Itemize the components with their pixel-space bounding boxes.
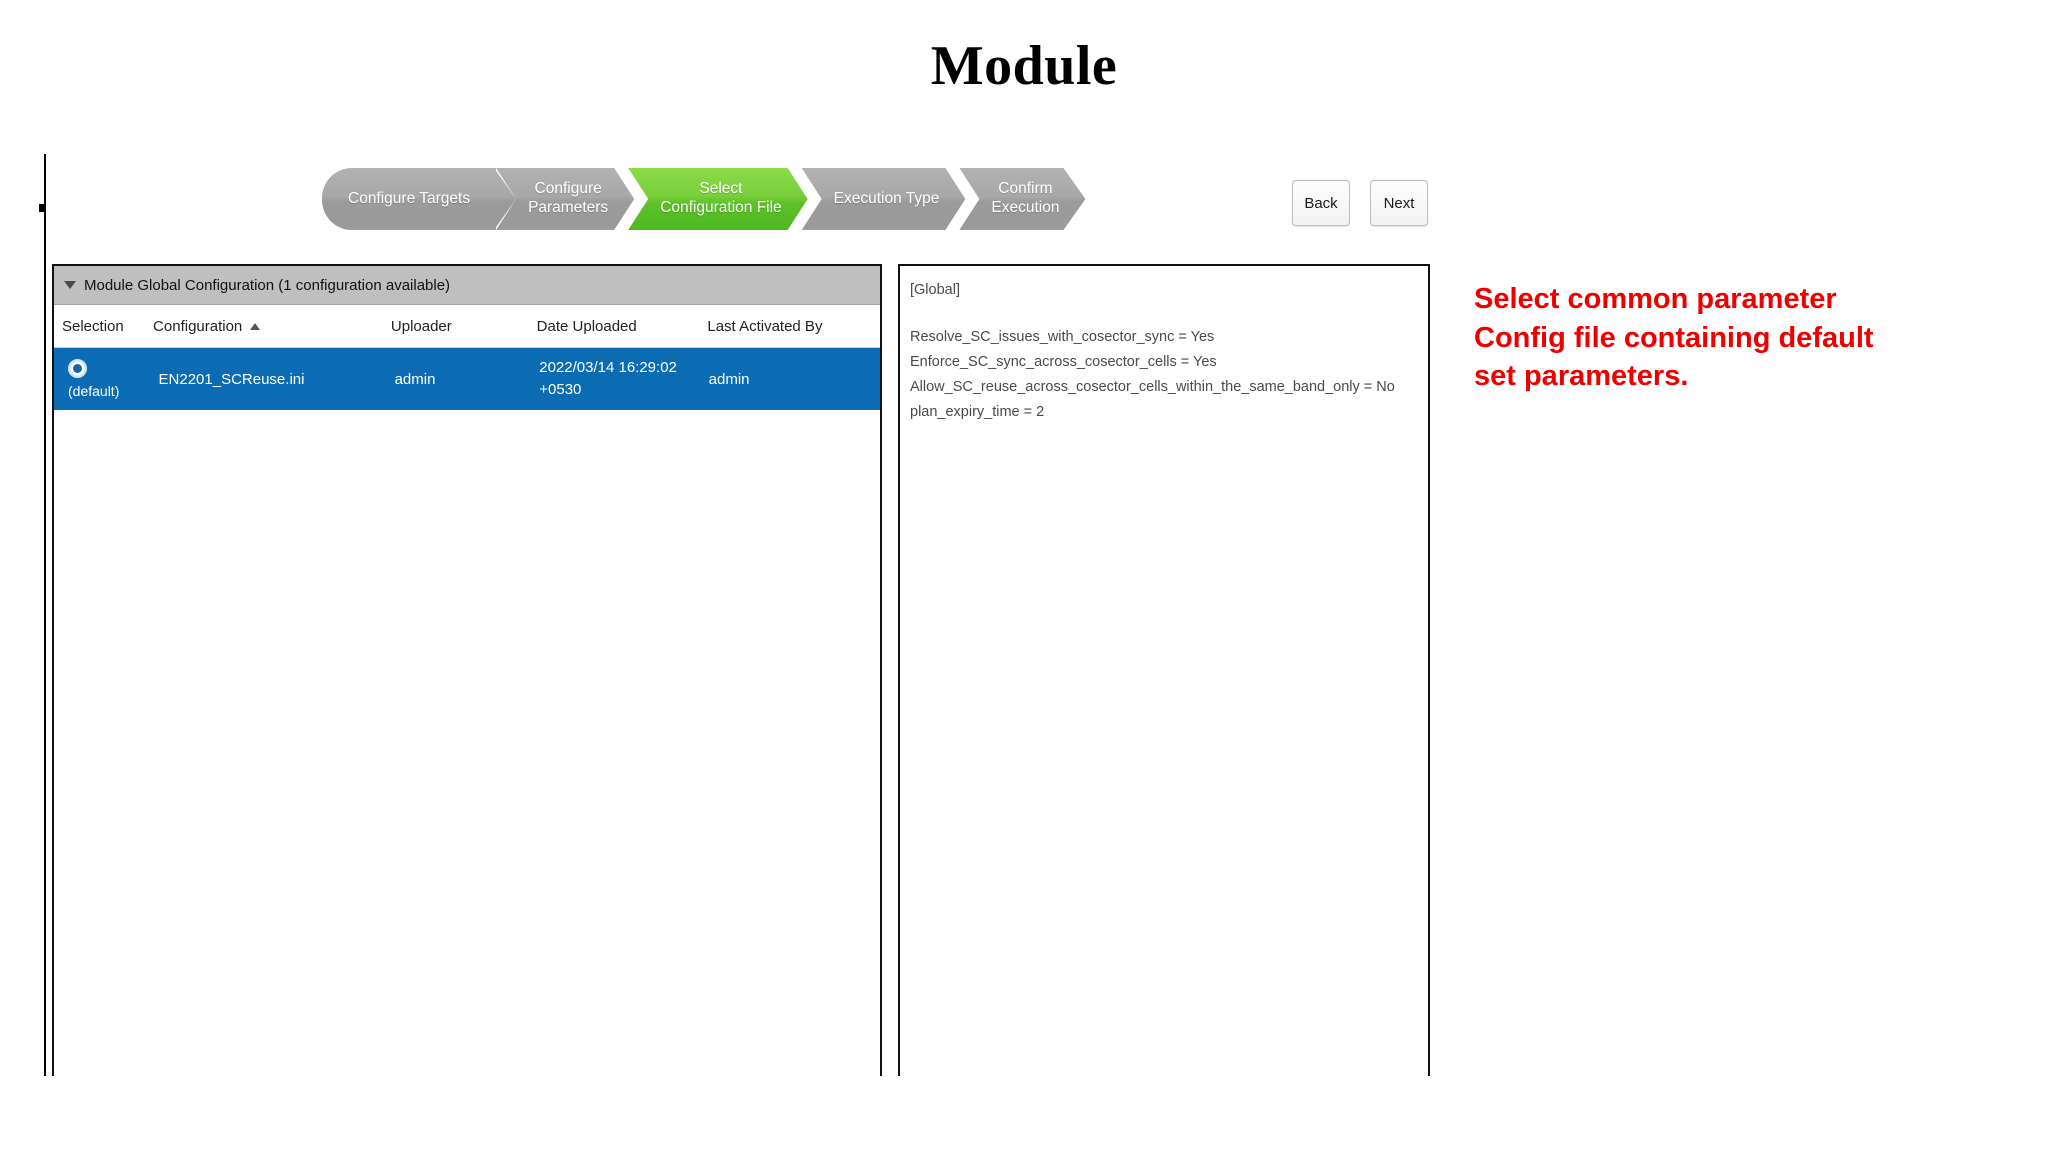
column-header-selection[interactable]: Selection (62, 317, 124, 335)
annotation-line-1: Select common parameter (1474, 283, 1837, 315)
row-default-label: (default) (68, 383, 120, 399)
wizard-step-execution-type[interactable]: Execution Type (802, 168, 966, 230)
table-column-header-row: Selection Configuration Uploader Date Up… (54, 305, 880, 348)
column-header-uploader[interactable]: Uploader (390, 317, 452, 335)
config-line: [Global] (910, 282, 960, 298)
page-title: Module (930, 35, 1118, 97)
row-date-uploaded-line1: 2022/03/14 16:29:02 (539, 358, 677, 376)
config-line: plan_expiry_time = 2 (910, 403, 1045, 420)
wizard-step-label: Confirm Execution (991, 180, 1060, 216)
wizard-nav-buttons: Back Next (1292, 180, 1428, 226)
config-line: Enforce_SC_sync_across_cosector_cells = … (910, 353, 1217, 370)
column-header-last-activated-by[interactable]: Last Activated By (707, 317, 823, 335)
wizard-step-configure-targets[interactable]: Configure Targets (322, 168, 497, 230)
wizard-step-configure-parameters[interactable]: Configure Parameters (496, 168, 634, 230)
row-selection-cell[interactable]: (default) (54, 348, 137, 410)
row-last-activated-by: admin (708, 370, 750, 388)
wizard-step-label: Configure Parameters (528, 180, 609, 216)
annotation-line-2: Config file containing default (1474, 321, 1874, 354)
config-blank-line (910, 303, 1418, 325)
table-row[interactable]: (default) EN2201_SCReuse.ini admin 2022/… (54, 348, 880, 410)
wizard-step-label: Select Configuration File (660, 180, 782, 216)
annotation-line-3: set parameters. (1474, 360, 1689, 393)
row-configuration: EN2201_SCReuse.ini (158, 370, 305, 388)
configuration-file-preview-panel[interactable]: [Global] Resolve_SC_issues_with_cosector… (898, 264, 1430, 1076)
sort-ascending-icon[interactable] (250, 323, 261, 331)
wizard-step-label: Configure Targets (348, 189, 471, 207)
row-date-uploaded-line2: +0530 (539, 381, 582, 398)
screenshot-crop-rule (44, 154, 46, 1076)
row-uploader: admin (394, 370, 436, 388)
config-line: Resolve_SC_issues_with_cosector_sync = Y… (910, 328, 1215, 345)
table-section-header[interactable]: Module Global Configuration (1 configura… (54, 266, 880, 305)
radio-selected-icon[interactable] (68, 359, 87, 378)
config-line: Allow_SC_reuse_across_cosector_cells_wit… (910, 378, 1395, 395)
column-header-configuration[interactable]: Configuration (131, 318, 391, 335)
table-section-title: Module Global Configuration (1 configura… (84, 276, 451, 294)
annotation-callout: Select common parameter Config file cont… (1474, 280, 1994, 396)
column-header-configuration-label: Configuration (153, 317, 243, 335)
row-date-uploaded: 2022/03/14 16:29:02 +0530 (539, 348, 708, 410)
back-button[interactable]: Back (1292, 180, 1350, 226)
wizard-step-confirm-execution[interactable]: Confirm Execution (959, 168, 1085, 230)
configuration-table-panel: Module Global Configuration (1 configura… (52, 264, 882, 1076)
wizard-breadcrumb: Configure Targets Configure Parameters S… (322, 168, 1079, 230)
column-header-date-uploaded[interactable]: Date Uploaded (536, 317, 637, 335)
collapse-triangle-icon[interactable] (64, 281, 76, 289)
wizard-step-label: Execution Type (833, 189, 940, 207)
wizard-step-select-configuration-file[interactable]: Select Configuration File (628, 168, 807, 230)
next-button[interactable]: Next (1370, 180, 1428, 226)
screenshot-crop-tick (39, 204, 46, 212)
